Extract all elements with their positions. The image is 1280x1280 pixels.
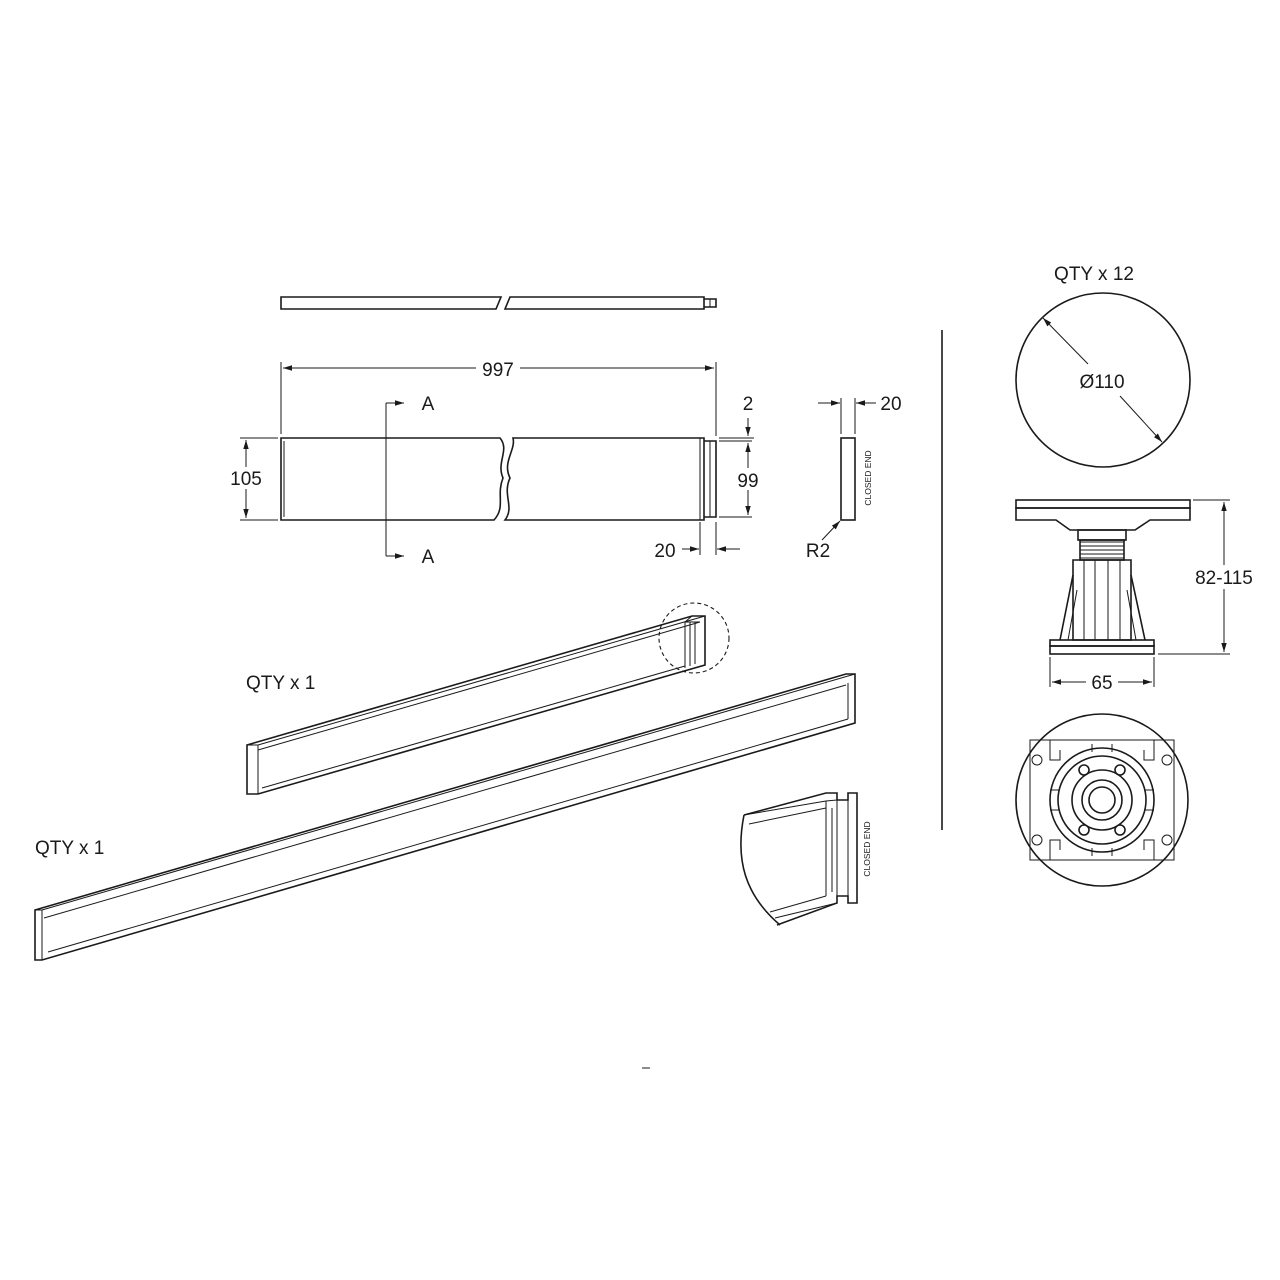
closed-end-label: CLOSED END xyxy=(863,450,873,505)
qty-legs-label: QTY x 12 xyxy=(1054,264,1134,285)
dimension-inner-height xyxy=(719,440,764,518)
leg-top-view xyxy=(1015,292,1191,468)
dimension-end-radius-label: R2 xyxy=(806,541,830,562)
dimension-height xyxy=(226,437,278,521)
dimension-leg-height-label: 82-115 xyxy=(1195,568,1253,589)
closed-end-side-view xyxy=(818,398,876,541)
section-line xyxy=(385,400,404,559)
dimension-leg-diameter-label: Ø110 xyxy=(1079,372,1124,393)
dimension-step-height-label: 2 xyxy=(743,394,754,415)
dimension-leg-base xyxy=(1049,657,1155,692)
leg-side-view xyxy=(1015,499,1191,655)
dimension-step-height xyxy=(719,418,754,439)
short-panel-isometric xyxy=(246,602,730,795)
dimension-leg-height xyxy=(1158,499,1262,655)
closed-end-detail-label: CLOSED END xyxy=(862,821,872,876)
dimension-leg-base-label: 65 xyxy=(1091,673,1112,694)
section-label-bottom: A xyxy=(422,547,435,568)
dimension-length xyxy=(280,358,717,436)
dimension-step-length xyxy=(682,522,740,555)
leg-bottom-view xyxy=(1015,713,1189,887)
section-label-top: A xyxy=(422,394,435,415)
panel-front-view xyxy=(280,437,717,521)
long-panel-isometric xyxy=(34,673,856,961)
dimension-step-length-label: 20 xyxy=(654,541,675,562)
qty-short-panel-label: QTY x 1 xyxy=(246,673,315,694)
closed-end-detail xyxy=(740,792,858,926)
panel-top-view xyxy=(280,296,717,310)
dimension-inner-height-label: 99 xyxy=(737,471,758,492)
dimension-end-thickness-label: 20 xyxy=(880,394,901,415)
dimension-height-label: 105 xyxy=(230,469,262,490)
dimension-length-label: 997 xyxy=(482,360,514,381)
qty-long-panel-label: QTY x 1 xyxy=(35,838,104,859)
